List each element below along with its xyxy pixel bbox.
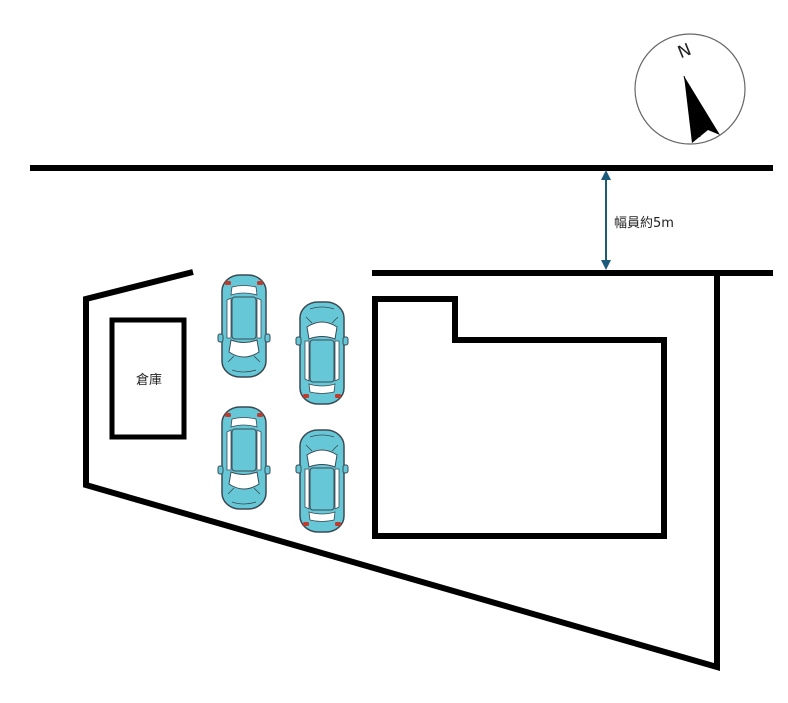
storage-shed: [109, 317, 187, 440]
car-top-view-icon: [295, 429, 349, 533]
north-arrow-icon: [634, 33, 746, 145]
storage-label: 倉庫: [136, 373, 162, 388]
road-width-dimension: [601, 170, 611, 270]
property-boundary-west: [83, 269, 720, 671]
car-top-view-icon: [295, 301, 349, 405]
road-width-label: 幅員約5m: [614, 216, 674, 231]
car-top-view-icon: [217, 274, 271, 378]
car-top-view-icon: [217, 406, 271, 510]
house-footprint: [372, 296, 667, 539]
